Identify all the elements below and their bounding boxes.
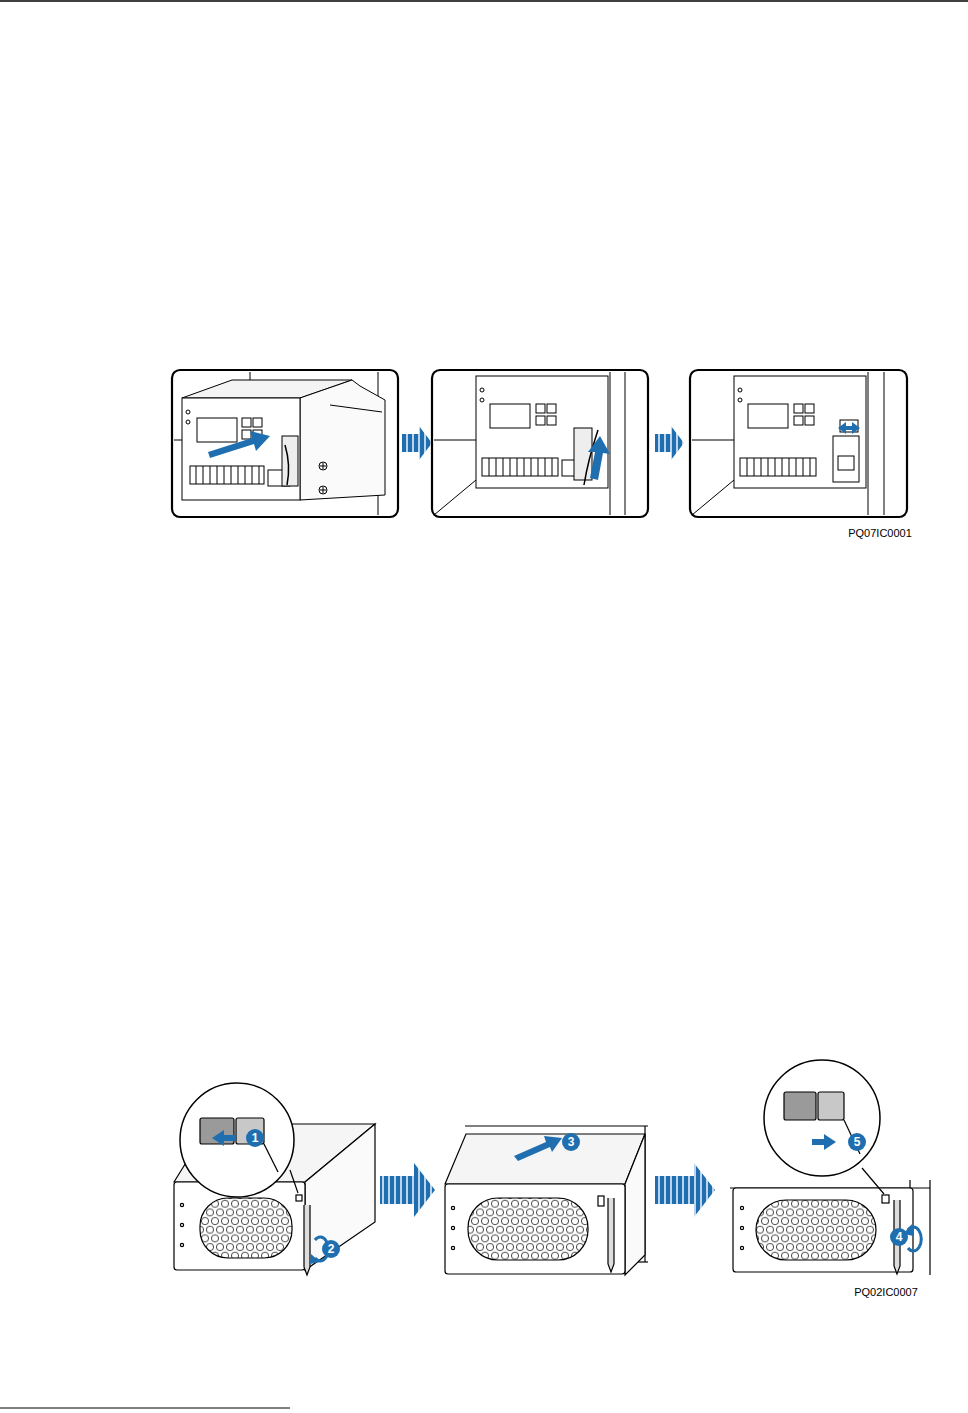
callout-number: 4 (896, 1231, 903, 1243)
sequence-arrow (655, 426, 684, 460)
figure-code: PQ07IC0001 (848, 527, 912, 539)
install-panel-3 (690, 370, 907, 517)
install-panel-1 (172, 370, 398, 517)
callout-discs (246, 1129, 908, 1258)
sequence-arrow (655, 1163, 715, 1217)
power-module-3 (730, 1060, 930, 1275)
power-module-2 (445, 1126, 648, 1275)
callout-number: 1 (252, 1132, 259, 1144)
sequence-arrow (380, 1163, 435, 1217)
sequence-arrow (402, 426, 432, 460)
footer-rule (0, 1408, 290, 1409)
header-rule (0, 0, 968, 2)
install-panel-2 (432, 370, 648, 517)
callout-number: 2 (328, 1243, 335, 1255)
figure-code: PQ02IC0007 (854, 1286, 918, 1298)
power-module-1 (174, 1083, 375, 1275)
callout-number: 3 (568, 1136, 575, 1148)
callout-number: 5 (854, 1136, 861, 1148)
